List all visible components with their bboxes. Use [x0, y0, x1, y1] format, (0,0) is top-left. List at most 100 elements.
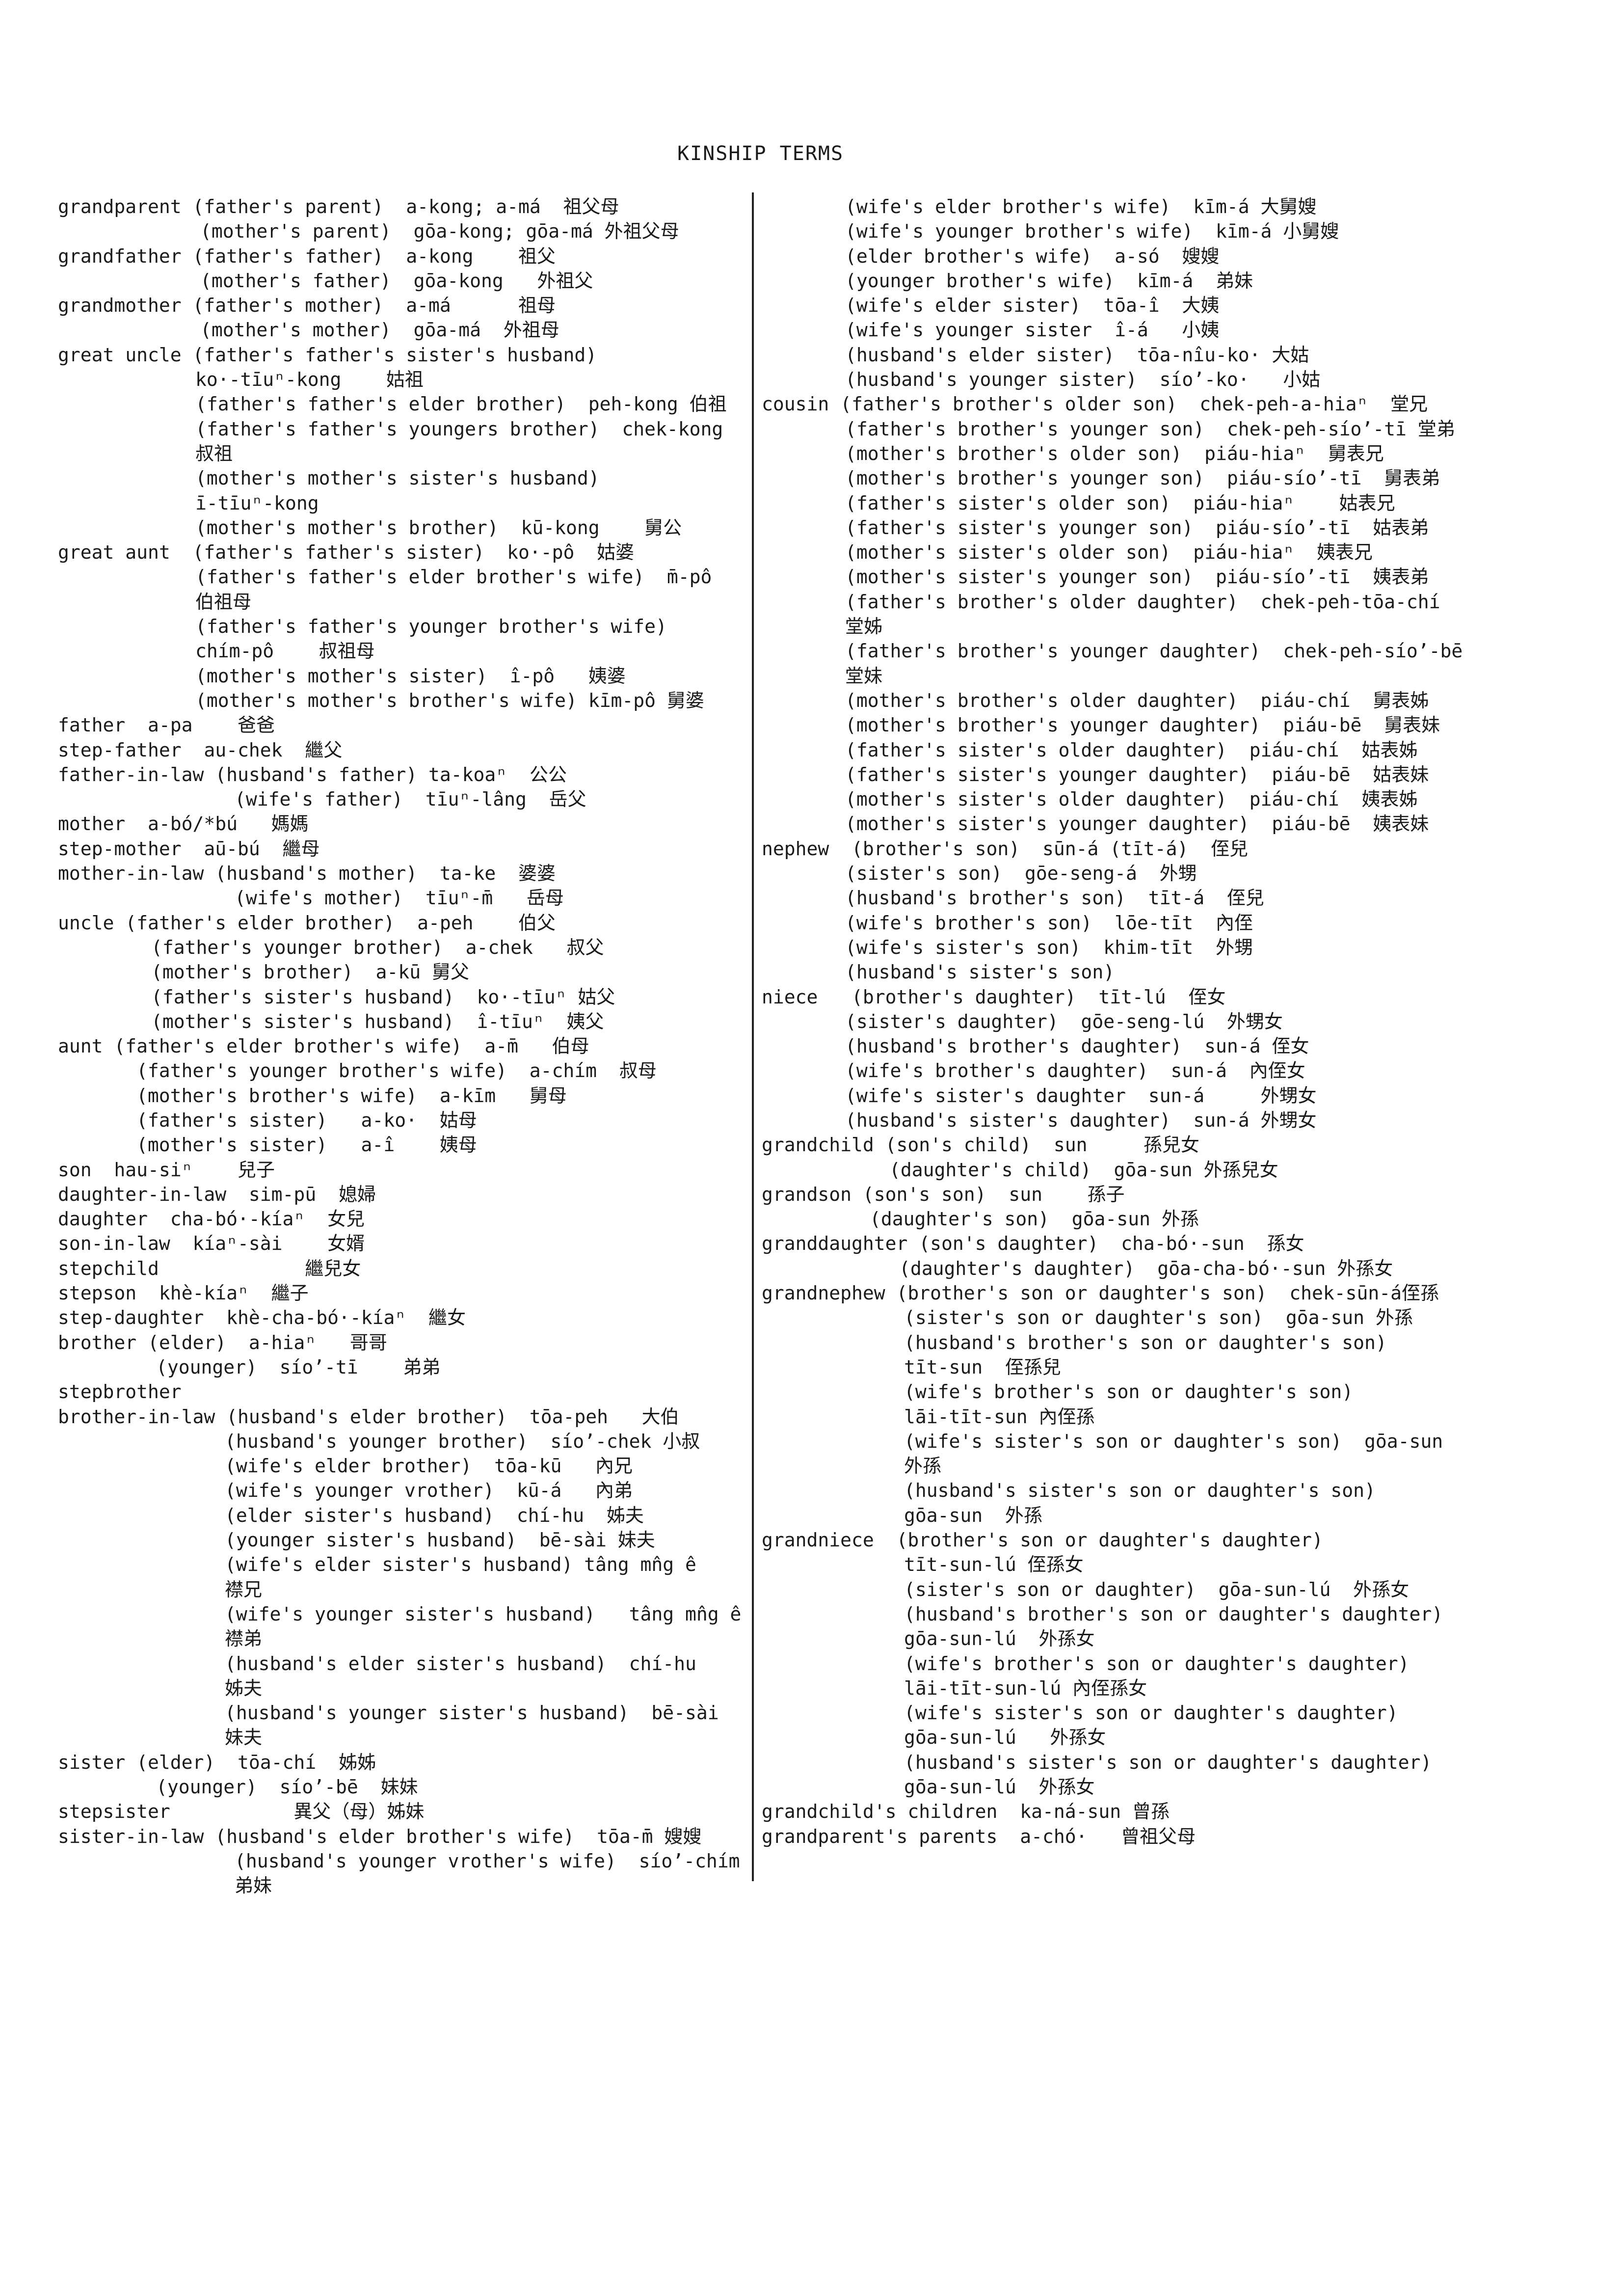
entry-line: (husband's sister's daughter) sun-á 外甥女	[845, 1109, 1317, 1131]
entry-line: (husband's sister's son or daughter's da…	[904, 1751, 1432, 1773]
entry-line: (mother's sister's older daughter) piáu-…	[845, 788, 1418, 810]
entry-line: (wife's younger sister's husband) tâng m…	[225, 1603, 742, 1625]
entry-line: (wife's younger sister î-á 小姨	[845, 319, 1220, 341]
entry-line: (father's father's youngers brother) che…	[195, 418, 723, 440]
entry-line: father-in-law (husband's father) ta-koaⁿ…	[58, 763, 567, 785]
entry-line: grandnephew (brother's son or daughter's…	[762, 1282, 1439, 1304]
entry-line: grandchild's children ka-ná-sun 曾孫	[762, 1801, 1170, 1823]
entry-line: grandmother (father's mother) a-má 祖母	[58, 295, 556, 317]
entry-line: (wife's younger brother's wife) kīm-á 小舅…	[845, 220, 1339, 243]
entry-line: cousin (father's brother's older son) ch…	[762, 393, 1428, 415]
entry-line: (father's brother's younger daughter) ch…	[845, 640, 1463, 662]
entry-line: grandchild (son's child) sun 孫兒女	[762, 1134, 1199, 1156]
entry-line: (father's father's elder brother) peh-ko…	[195, 393, 727, 415]
entry-line: (daughter's child) gōa-sun 外孫兒女	[889, 1159, 1278, 1181]
entry-line: gōa-sun-lú 外孫女	[904, 1776, 1095, 1798]
entry-line: (mother's brother) a-kū 舅父	[151, 961, 469, 983]
entry-line: (father's brother's older daughter) chek…	[845, 591, 1440, 613]
entry-line: (husband's younger vrother's wife) síoʼ-…	[235, 1850, 740, 1872]
entry-line: (father's younger brother's wife) a-chím…	[136, 1060, 657, 1082]
entry-line: tīt-sun 侄孫兒	[904, 1356, 1061, 1378]
entry-line: (wife's elder sister's husband) tâng mn̂…	[225, 1554, 696, 1576]
entry-line: (wife's brother's son or daughter's daug…	[904, 1652, 1410, 1675]
entry-line: mother-in-law (husband's mother) ta-ke 婆…	[58, 863, 556, 885]
entry-line: ko·-tīuⁿ-kong 姑祖	[195, 369, 424, 391]
entry-line: (mother's sister's younger son) piáu-sío…	[845, 566, 1429, 588]
entry-line: mother a-bó/*bú 媽媽	[58, 813, 309, 835]
entry-line: (husband's younger sister's husband) bē-…	[225, 1702, 719, 1724]
entry-line: niece (brother's daughter) tīt-lú 侄女	[762, 986, 1226, 1008]
entry-line: 弟妹	[235, 1875, 272, 1897]
entry-line: (husband's elder sister's husband) chí-h…	[225, 1652, 696, 1675]
entry-line: (husband's sister's son or daughter's so…	[904, 1480, 1376, 1502]
entry-line: (younger sister's husband) bē-sài 妹夫	[225, 1529, 655, 1551]
entry-line: (father's brother's younger son) chek-pe…	[845, 418, 1455, 440]
entry-line: (mother's parent) gōa-kong; gōa-má 外祖父母	[200, 220, 679, 243]
entry-line: step-daughter khè-cha-bó·-kíaⁿ 繼女	[58, 1307, 466, 1329]
entry-line: grandparent's parents a-chó· 曾祖父母	[762, 1825, 1196, 1847]
right-column: (wife's elder brother's wife) kīm-á 大舅嫂 (…	[762, 194, 1463, 1849]
entry-line: (wife's sister's daughter sun-á 外甥女	[845, 1084, 1317, 1107]
entry-line: son-in-law kíaⁿ-sài 女婿	[58, 1233, 365, 1255]
entry-line: stepbrother	[58, 1381, 182, 1403]
entry-line: (father's father's elder brother's wife)…	[195, 566, 712, 588]
entry-line: (husband's younger sister) síoʼ-ko· 小姑	[845, 369, 1321, 391]
entry-line: (father's sister) a-ko· 姑母	[136, 1109, 477, 1131]
entry-line: 外孫	[904, 1455, 942, 1477]
entry-line: gōa-sun-lú 外孫女	[904, 1727, 1106, 1749]
entry-line: (younger) síoʼ-tī 弟弟	[156, 1356, 441, 1378]
entry-line: aunt (father's elder brother's wife) a-m…	[58, 1035, 589, 1057]
entry-line: grandniece (brother's son or daughter's …	[762, 1529, 1323, 1551]
entry-line: (wife's brother's daughter) sun-á 內侄女	[845, 1060, 1305, 1082]
entry-line: son hau-siⁿ 兒子	[58, 1159, 275, 1181]
entry-line: uncle (father's elder brother) a-peh 伯父	[58, 912, 556, 934]
entry-line: (husband's sister's son)	[845, 961, 1115, 983]
entry-line: (wife's father) tīuⁿ-lâng 岳父	[235, 788, 586, 810]
entry-line: grandfather (father's father) a-kong 祖父	[58, 245, 556, 267]
entry-line: grandparent (father's parent) a-kong; a-…	[58, 196, 619, 217]
entry-line: (mother's brother's older daughter) piáu…	[845, 689, 1429, 711]
entry-line: (father's father's younger brother's wif…	[195, 616, 667, 638]
entry-line: (mother's sister's younger daughter) piá…	[845, 813, 1429, 835]
entry-line: (wife's younger vrother) kū-á 內弟	[225, 1480, 633, 1502]
entry-line: great uncle (father's father's sister's …	[58, 344, 597, 366]
entry-line: tīt-sun-lú 侄孫女	[904, 1554, 1084, 1576]
entry-line: (elder sister's husband) chí-hu 姊夫	[225, 1504, 644, 1526]
entry-line: 堂妹	[845, 665, 883, 687]
entry-line: gōa-sun 外孫	[904, 1504, 1042, 1526]
entry-line: chím-pô 叔祖母	[195, 640, 375, 662]
entry-line: (wife's sister's son or daughter's daugh…	[904, 1702, 1398, 1724]
entry-line: (husband's younger brother) síoʼ-chek 小叔	[225, 1430, 700, 1452]
entry-line: (elder brother's wife) a-só 嫂嫂	[845, 245, 1220, 267]
entry-line: daughter-in-law sim-pū 媳婦	[58, 1183, 376, 1205]
entry-line: (younger brother's wife) kīm-á 弟妹	[845, 270, 1253, 292]
column-divider	[752, 192, 754, 1881]
entry-line: ī-tīuⁿ-kong	[195, 492, 319, 514]
entry-line: (wife's brother's son or daughter's son)	[904, 1381, 1354, 1403]
entry-line: (husband's brother's daughter) sun-á 侄女	[845, 1035, 1309, 1057]
entry-line: granddaughter (son's daughter) cha-bó·-s…	[762, 1233, 1304, 1255]
entry-line: step-mother aū-bú 繼母	[58, 837, 320, 860]
entry-line: 姊夫	[225, 1677, 263, 1699]
entry-line: sister-in-law (husband's elder brother's…	[58, 1825, 702, 1847]
entry-line: (mother's brother's younger daughter) pi…	[845, 714, 1440, 736]
entry-line: (father's sister's older son) piáu-hiaⁿ …	[845, 492, 1395, 514]
entry-line: (wife's mother) tīuⁿ-m̄ 岳母	[235, 887, 564, 909]
entry-line: lāi-tīt-sun-lú 內侄孫女	[904, 1677, 1147, 1699]
entry-line: grandson (son's son) sun 孫子	[762, 1183, 1125, 1205]
entry-line: (daughter's daughter) gōa-cha-bó·-sun 外孫…	[899, 1257, 1393, 1279]
entry-line: lāi-tīt-sun 內侄孫	[904, 1405, 1095, 1428]
entry-line: 叔祖	[195, 442, 233, 464]
entry-line: (mother's mother) gōa-má 外祖母	[200, 319, 559, 341]
entry-line: (sister's son or daughter's son) gōa-sun…	[904, 1307, 1413, 1329]
entry-line: (wife's elder brother) tōa-kū 內兄	[225, 1455, 633, 1477]
entry-line: (father's sister's younger daughter) piá…	[845, 763, 1429, 785]
entry-line: 堂姊	[845, 616, 883, 638]
entry-line: sister (elder) tōa-chí 姊姊	[58, 1751, 376, 1773]
entry-line: (mother's sister's husband) î-tīuⁿ 姨父	[151, 1010, 604, 1032]
entry-line: (wife's elder brother's wife) kīm-á 大舅嫂	[845, 196, 1317, 217]
entry-line: (sister's son or daughter) gōa-sun-lú 外孫…	[904, 1578, 1410, 1600]
entry-line: (husband's brother's son) tīt-á 侄兒	[845, 887, 1264, 909]
entry-line: (daughter's son) gōa-sun 外孫	[870, 1208, 1199, 1230]
